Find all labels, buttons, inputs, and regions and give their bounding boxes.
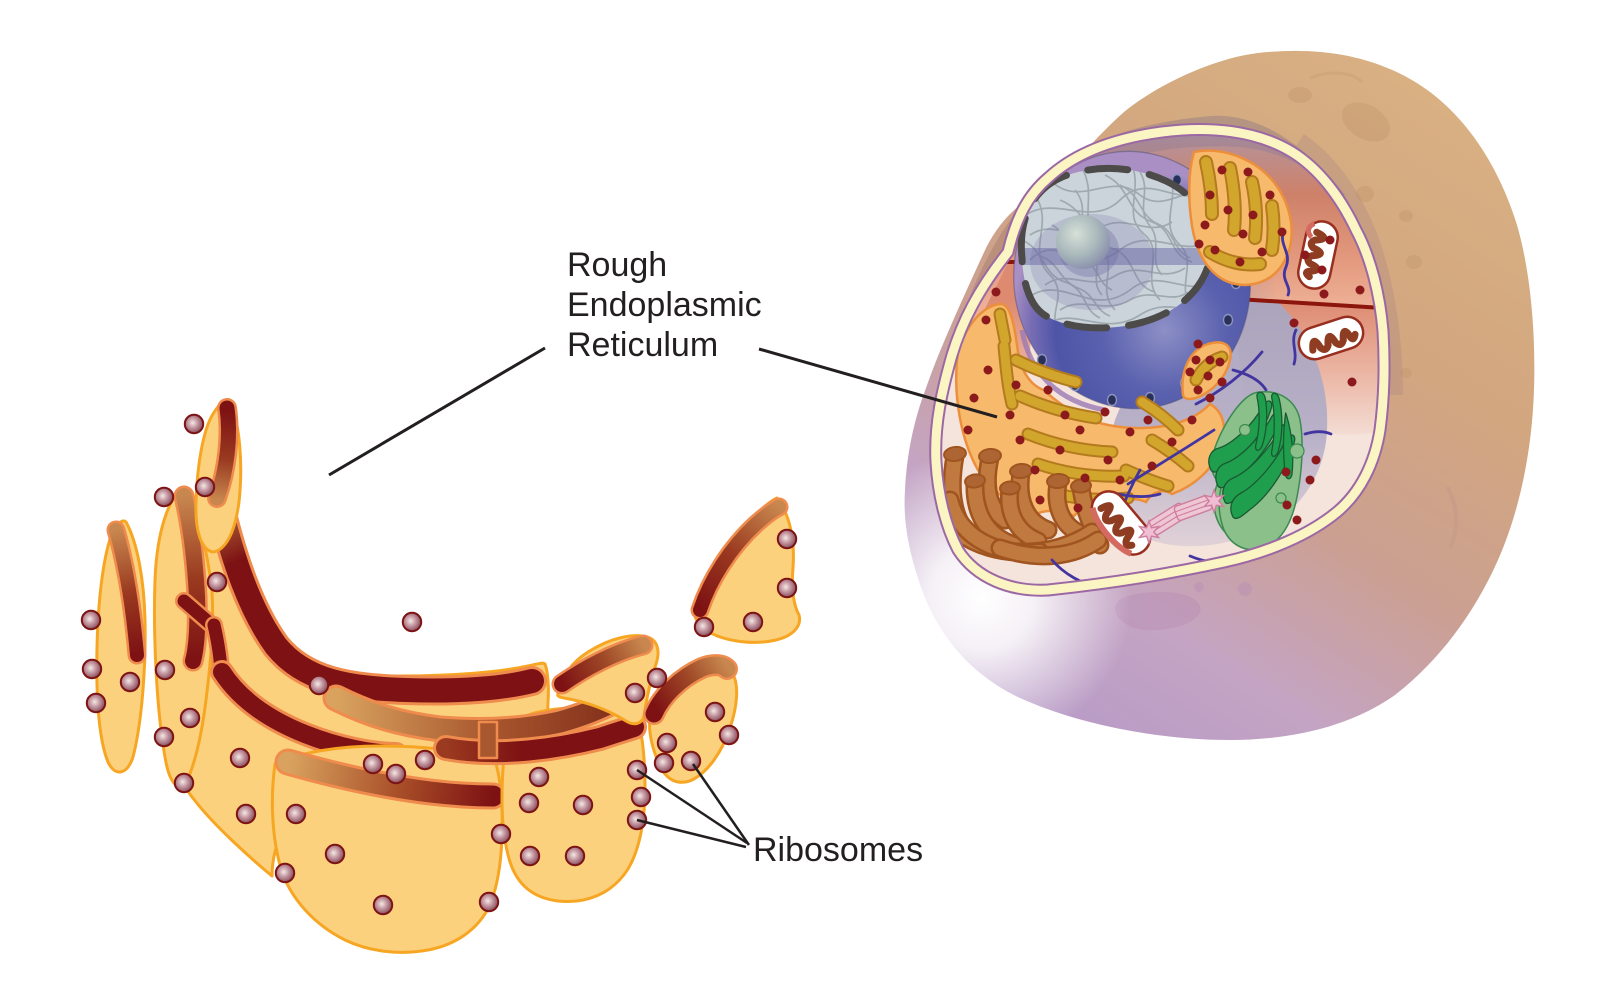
svg-text:Rough: Rough	[567, 246, 667, 284]
svg-text:Ribosomes: Ribosomes	[753, 831, 923, 869]
svg-text:Endoplasmic: Endoplasmic	[567, 286, 762, 324]
svg-text:Reticulum: Reticulum	[567, 326, 718, 364]
